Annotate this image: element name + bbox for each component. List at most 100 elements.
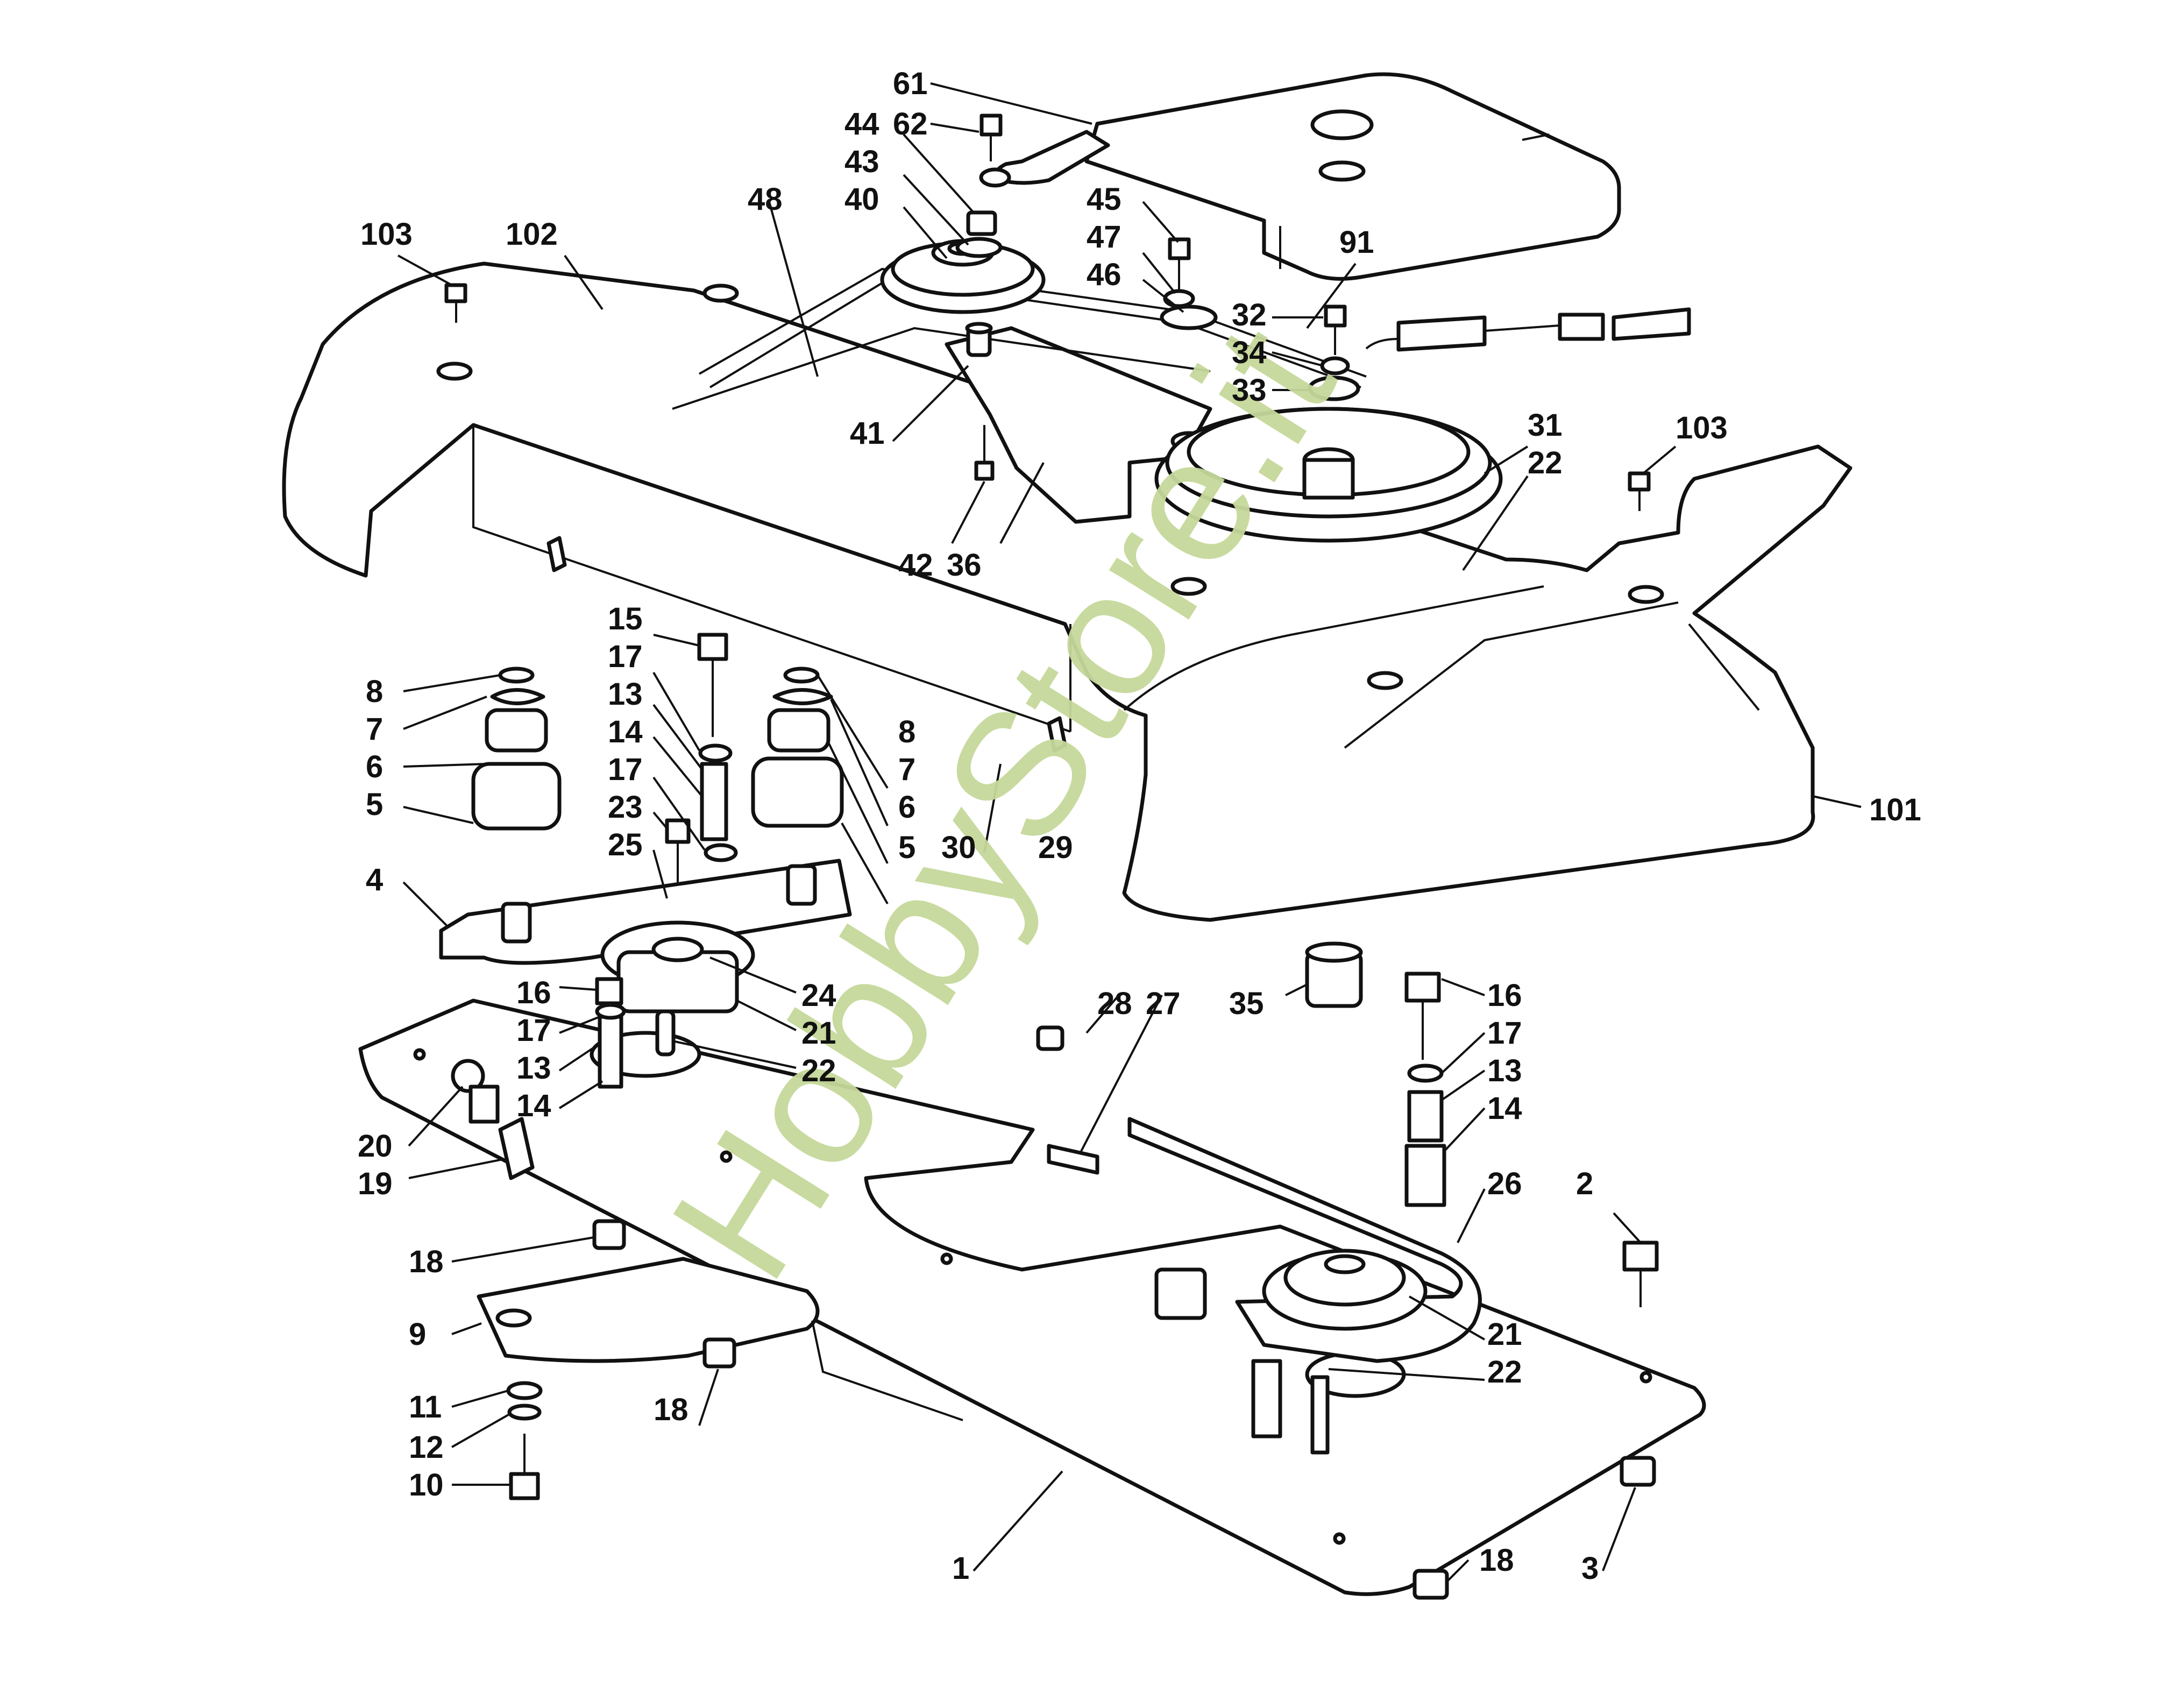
callout-47: 47 bbox=[1087, 219, 1121, 254]
callout-13-a: 13 bbox=[608, 677, 643, 712]
nut-3 bbox=[1620, 1456, 1656, 1487]
cover-bracket bbox=[979, 130, 1110, 188]
nut-18-a bbox=[592, 1219, 626, 1250]
bushing-35 bbox=[1305, 941, 1363, 1008]
callout-19: 19 bbox=[358, 1166, 393, 1201]
callout-28: 28 bbox=[1097, 986, 1132, 1021]
callout-14-c: 14 bbox=[1487, 1091, 1522, 1126]
callout-43: 43 bbox=[844, 144, 879, 179]
nut-44 bbox=[966, 210, 997, 236]
washer-43 bbox=[955, 237, 1003, 258]
callout-7-left: 7 bbox=[366, 712, 383, 747]
bolt-15 bbox=[697, 633, 728, 737]
callout-103-left: 103 bbox=[360, 217, 413, 252]
callout-33: 33 bbox=[1232, 373, 1267, 408]
spacer-33 bbox=[1308, 375, 1360, 401]
callout-23: 23 bbox=[608, 790, 643, 825]
pulley-21 bbox=[1262, 1249, 1428, 1331]
callout-35: 35 bbox=[1229, 986, 1264, 1021]
callout-62: 62 bbox=[893, 107, 928, 141]
callout-6-right: 6 bbox=[898, 790, 915, 825]
callout-17-c: 17 bbox=[516, 1013, 551, 1048]
pulley-31 bbox=[1154, 407, 1503, 543]
callout-31: 31 bbox=[1528, 408, 1563, 443]
bolt-27 bbox=[1047, 1144, 1099, 1175]
leader-lines bbox=[397, 82, 1862, 1583]
key-22-a bbox=[655, 1009, 676, 1057]
nut-18-c bbox=[1412, 1569, 1449, 1600]
washer-11 bbox=[506, 1381, 543, 1400]
callout-8-right: 8 bbox=[898, 714, 915, 749]
callout-32: 32 bbox=[1232, 297, 1267, 332]
washer-46 bbox=[1160, 304, 1218, 330]
spacer-13-14-a bbox=[700, 762, 728, 841]
bolt-10 bbox=[509, 1434, 540, 1500]
callout-46: 46 bbox=[1087, 257, 1121, 292]
callout-103-right: 103 bbox=[1676, 410, 1728, 445]
bolt-42 bbox=[974, 425, 995, 481]
bolt-45 bbox=[1168, 237, 1191, 290]
bolt-19 bbox=[498, 1117, 535, 1180]
callout-5-left: 5 bbox=[366, 787, 383, 822]
callout-42: 42 bbox=[898, 548, 933, 583]
callout-26: 26 bbox=[1487, 1166, 1522, 1201]
callout-21-left: 21 bbox=[801, 1016, 836, 1051]
callout-17-a: 17 bbox=[608, 639, 643, 674]
washer-17-b bbox=[704, 843, 738, 862]
callout-12: 12 bbox=[409, 1430, 444, 1465]
cable-91 bbox=[1365, 307, 1691, 352]
screw-62 bbox=[979, 114, 1003, 161]
tensioner-plate-4 bbox=[439, 859, 852, 965]
callout-13-c: 13 bbox=[1487, 1053, 1522, 1088]
callout-21-right: 21 bbox=[1487, 1317, 1522, 1352]
upper-deck bbox=[282, 261, 1852, 922]
washer-17-a bbox=[698, 743, 733, 763]
callout-25: 25 bbox=[608, 827, 643, 862]
bearing-stack-right bbox=[751, 667, 844, 828]
callout-44: 44 bbox=[844, 107, 879, 141]
callout-5-right: 5 bbox=[898, 830, 915, 865]
nut-20 bbox=[451, 1059, 500, 1124]
callout-16-left: 16 bbox=[516, 975, 551, 1010]
callout-45: 45 bbox=[1087, 182, 1121, 217]
callout-36: 36 bbox=[947, 548, 982, 583]
callout-91: 91 bbox=[1339, 225, 1374, 260]
callout-41: 41 bbox=[850, 416, 885, 451]
screw-103-left bbox=[444, 283, 467, 323]
callout-22-top: 22 bbox=[1528, 445, 1563, 480]
callout-22-right: 22 bbox=[1487, 1355, 1522, 1390]
callout-40: 40 bbox=[844, 182, 879, 217]
nut-18-b bbox=[702, 1337, 736, 1369]
spacer-13-14-c bbox=[1404, 1090, 1446, 1207]
washer-17-c bbox=[1407, 1064, 1444, 1083]
callout-6-left: 6 bbox=[366, 749, 383, 784]
idler-spacer-41 bbox=[965, 322, 993, 357]
bolt-23 bbox=[665, 818, 691, 882]
callout-29: 29 bbox=[1038, 830, 1073, 865]
bolt-32 bbox=[1324, 304, 1347, 355]
callout-34: 34 bbox=[1232, 335, 1267, 370]
callout-4: 4 bbox=[366, 862, 383, 897]
rod bbox=[811, 1320, 963, 1421]
callout-16-right: 16 bbox=[1487, 978, 1522, 1013]
callout-11: 11 bbox=[409, 1390, 442, 1424]
callout-2: 2 bbox=[1576, 1166, 1593, 1201]
bolt-2 bbox=[1622, 1241, 1659, 1307]
callout-18-mid: 18 bbox=[654, 1392, 688, 1427]
screw-103-right bbox=[1628, 471, 1651, 511]
callout-20: 20 bbox=[358, 1129, 393, 1164]
callout-9: 9 bbox=[409, 1317, 426, 1352]
belt-cover bbox=[1084, 72, 1621, 281]
bearing-stack-left bbox=[471, 667, 562, 831]
bracket-9 bbox=[477, 1257, 820, 1363]
pulley-24 bbox=[600, 920, 755, 1014]
nut-28 bbox=[1036, 1025, 1064, 1051]
callout-13-b: 13 bbox=[516, 1051, 551, 1086]
spacer-13-14-b bbox=[595, 1003, 626, 1089]
callout-8-left: 8 bbox=[366, 674, 383, 709]
callout-61: 61 bbox=[893, 66, 928, 101]
washer-47 bbox=[1163, 289, 1195, 308]
callout-102: 102 bbox=[506, 217, 558, 252]
callout-27: 27 bbox=[1146, 986, 1181, 1021]
